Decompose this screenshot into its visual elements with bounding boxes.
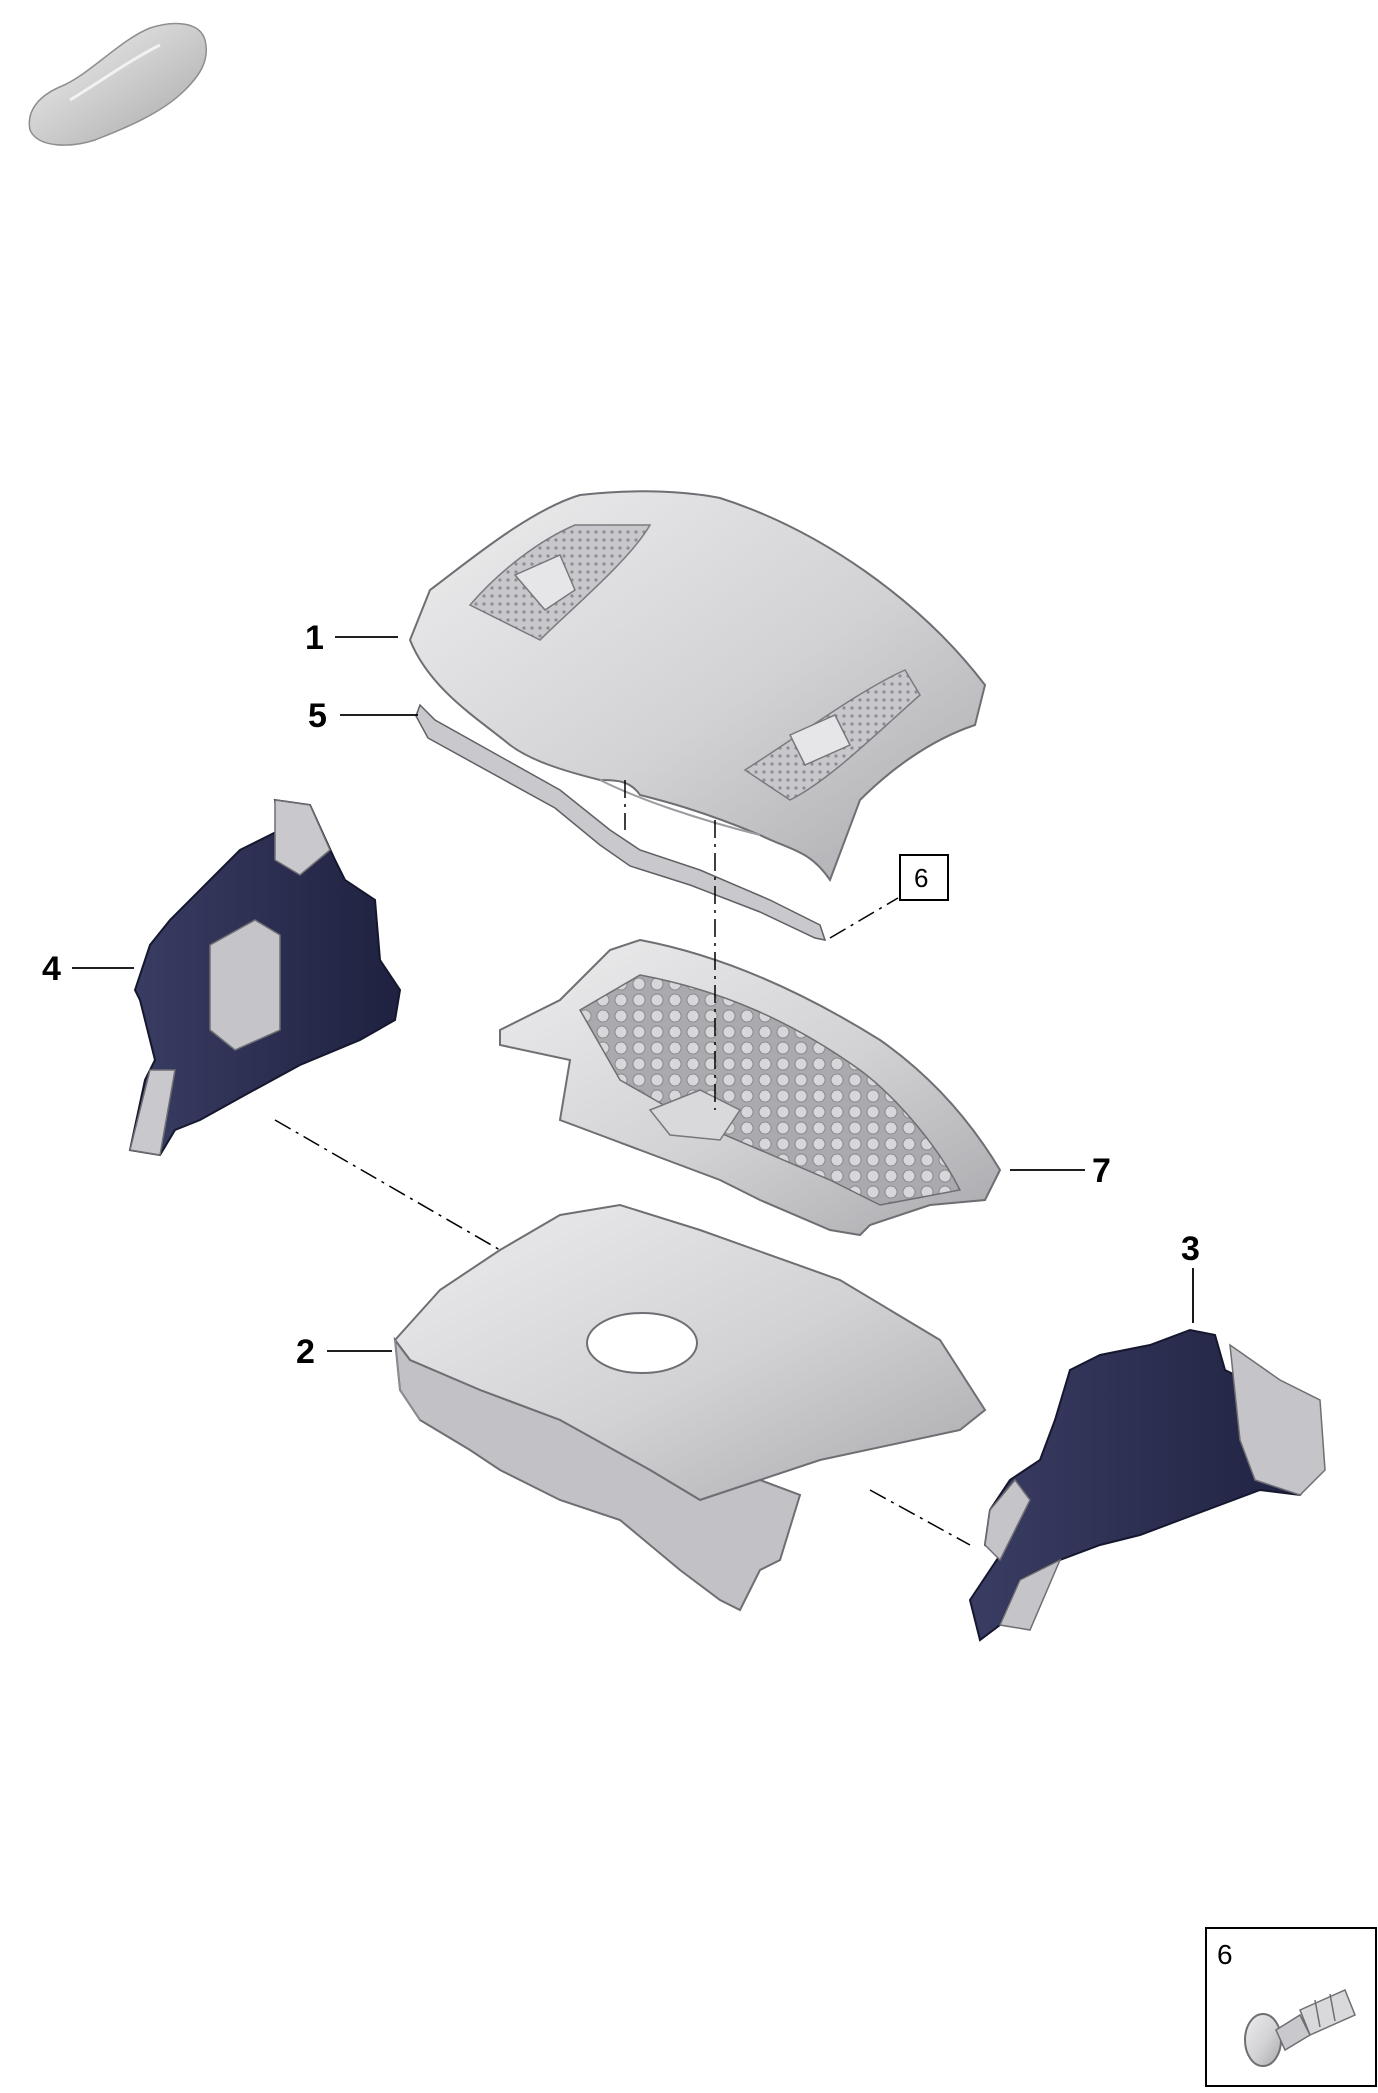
callout-4: 4: [42, 950, 61, 988]
part-1-parcel-shelf-trim: [408, 490, 987, 883]
part-4-left-side-trim: [128, 798, 402, 1157]
inset-label-6: 6: [1217, 1939, 1233, 1970]
assembly-lines: [274, 780, 971, 1546]
leader-lines: [72, 636, 1194, 1352]
callout-2: 2: [296, 1333, 315, 1371]
part-3-right-side-trim: [968, 1328, 1326, 1642]
boxed-reference-6: 6: [899, 854, 949, 901]
part-5-seal-strip: [415, 703, 827, 941]
car-thumbnail-icon: [28, 22, 207, 146]
boxed-reference-6-label: 6: [914, 863, 928, 893]
callout-7: 7: [1092, 1152, 1111, 1190]
callout-5: 5: [308, 697, 327, 735]
callout-3: 3: [1181, 1230, 1200, 1268]
callout-1: 1: [305, 619, 324, 657]
clip-fastener-icon: [1244, 1988, 1356, 2067]
part-2-shelf-base-panel: [393, 1203, 987, 1612]
part-7-shelf-insert: [499, 938, 1002, 1237]
inset-fastener-6: 6: [1205, 1927, 1377, 2087]
